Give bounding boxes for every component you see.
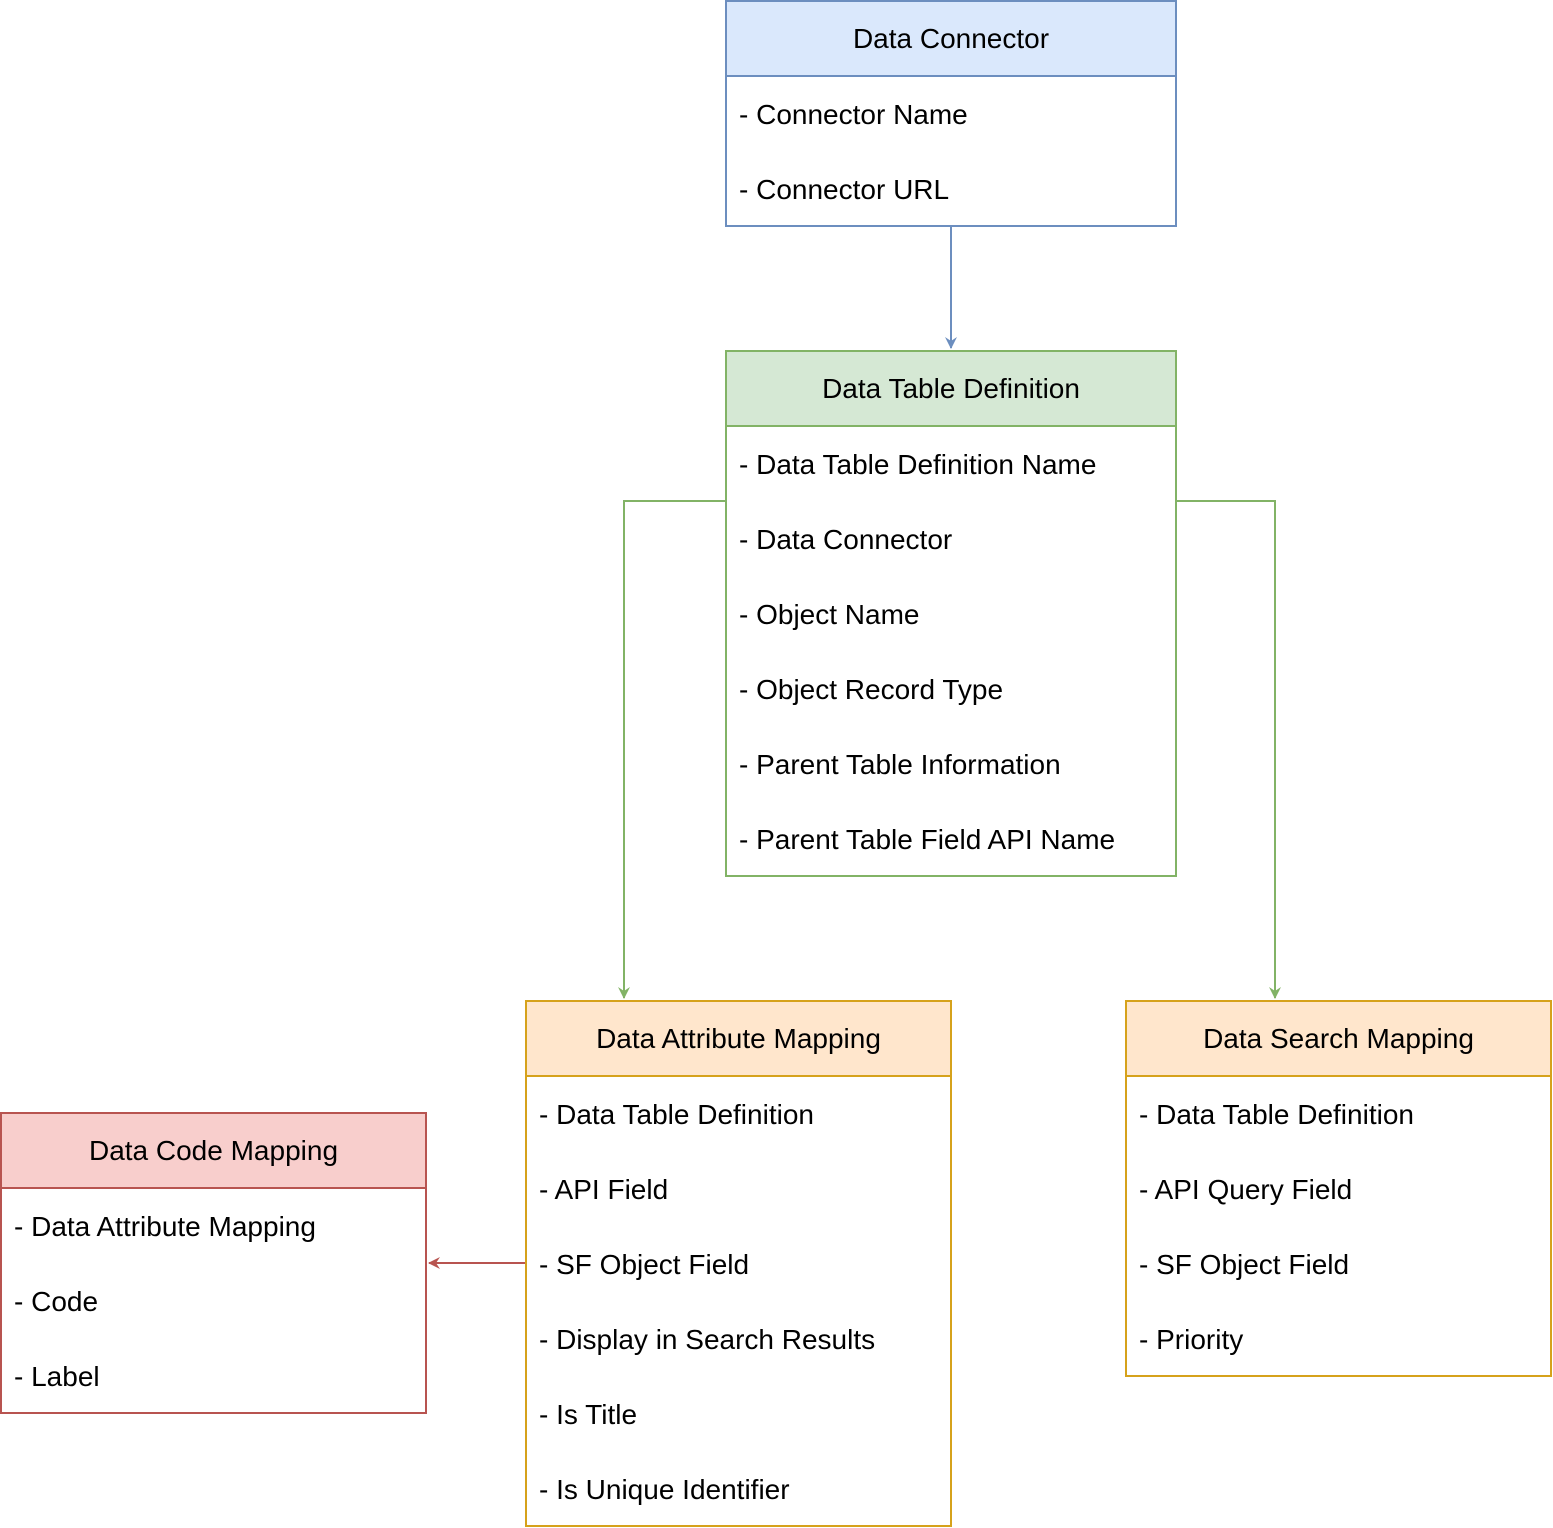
field-data-table-definition: - Data Table Definition: [1139, 1099, 1414, 1130]
entity-data-attribute-mapping[interactable]: Data Attribute Mapping - Data Table Defi…: [525, 1000, 952, 1527]
field-connector-name: - Connector Name: [739, 99, 968, 130]
entity-header-data-connector: Data Connector: [727, 2, 1175, 77]
field-object-name: - Object Name: [739, 599, 920, 630]
field-sf-object-field: - SF Object Field: [539, 1249, 750, 1280]
entity-header-data-attribute-mapping: Data Attribute Mapping: [527, 1002, 950, 1077]
field-display-in-search-results: - Display in Search Results: [539, 1324, 876, 1355]
entity-data-table-definition[interactable]: Data Table Definition - Data Table Defin…: [725, 350, 1177, 877]
field-sf-object-field: - SF Object Field: [1139, 1249, 1350, 1280]
connector-data-table-definition-to-data-search-mapping: [1177, 500, 1281, 999]
field-data-attribute-mapping: - Data Attribute Mapping: [14, 1211, 316, 1242]
field-parent-table-field-api-name: - Parent Table Field API Name: [739, 824, 1116, 855]
field-priority: - Priority: [1139, 1324, 1244, 1355]
field-api-field: - API Field: [539, 1174, 669, 1205]
entity-header-data-search-mapping: Data Search Mapping: [1127, 1002, 1550, 1077]
field-data-table-definition: - Data Table Definition: [539, 1099, 814, 1130]
field-connector-url: - Connector URL: [739, 174, 950, 205]
entity-header-data-table-definition: Data Table Definition: [727, 352, 1175, 427]
field-parent-table-information: - Parent Table Information: [739, 749, 1061, 780]
entity-header-data-code-mapping: Data Code Mapping: [2, 1114, 425, 1189]
field-api-query-field: - API Query Field: [1139, 1174, 1353, 1205]
entity-data-code-mapping[interactable]: Data Code Mapping - Data Attribute Mappi…: [0, 1112, 427, 1414]
field-object-record-type: - Object Record Type: [739, 674, 1004, 705]
field-code: - Code: [14, 1286, 99, 1317]
entity-data-connector[interactable]: Data Connector - Connector Name - Connec…: [725, 0, 1177, 227]
entity-data-search-mapping[interactable]: Data Search Mapping - Data Table Definit…: [1125, 1000, 1552, 1377]
field-label: - Label: [14, 1361, 100, 1392]
field-data-table-definition-name: - Data Table Definition Name: [739, 449, 1097, 480]
connector-data-table-definition-to-data-attribute-mapping: [618, 500, 725, 999]
field-is-title: - Is Title: [539, 1399, 638, 1430]
field-data-connector: - Data Connector: [739, 524, 953, 555]
field-is-unique-identifier: - Is Unique Identifier: [539, 1474, 790, 1505]
